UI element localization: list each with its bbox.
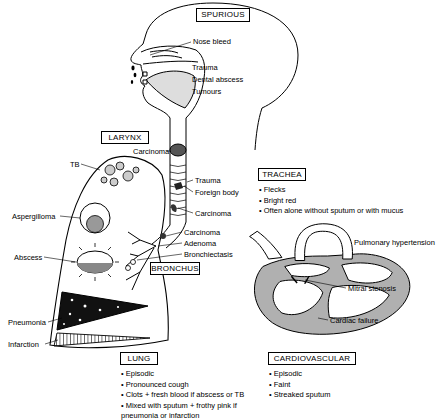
feature-bullet: • Episodic xyxy=(121,369,261,380)
site-heading-box: BRONCHUS xyxy=(150,262,200,275)
turbinates xyxy=(150,51,182,58)
site-heading-box: SPURIOUS xyxy=(196,8,250,22)
blood-drop xyxy=(131,66,134,71)
cause-label: Trauma xyxy=(195,176,221,185)
bronchial-tumour xyxy=(160,233,166,239)
tubercle xyxy=(110,178,118,186)
speck xyxy=(99,309,102,312)
site-heading-box: CARDIOVASCULAR• Episodic• Faint• Streake… xyxy=(268,352,356,365)
cause-label: Pneumonia xyxy=(8,318,46,327)
abscess-cavity xyxy=(77,251,113,273)
lung-outline xyxy=(50,156,168,347)
cause-label: Infarction xyxy=(8,340,39,349)
bronchiectasis-dilatation xyxy=(131,260,136,265)
left-atrium xyxy=(285,264,330,277)
tubercle xyxy=(133,167,139,173)
site-heading-box: LUNG• Episodic• Pronounced cough• Clots … xyxy=(120,352,158,365)
cause-label: Carcinoma xyxy=(184,228,220,237)
speck xyxy=(79,319,82,322)
cause-label: Nose bleed xyxy=(193,37,231,46)
speck xyxy=(117,306,119,308)
larynx xyxy=(170,144,186,156)
pulmonary-artery xyxy=(250,231,282,259)
feature-bullet: • Mixed with sputum + frothy pink if pne… xyxy=(121,401,261,420)
site-heading: TRACHEA xyxy=(259,169,305,180)
feature-list: • Episodic• Faint• Streaked sputum xyxy=(269,369,419,401)
feature-list: • Episodic• Pronounced cough• Clots + fr… xyxy=(121,369,261,420)
speck xyxy=(84,305,87,308)
palate xyxy=(143,61,198,64)
site-heading-box: LARYNX xyxy=(101,131,149,144)
trachea-walls xyxy=(170,118,186,225)
cause-label: Carcinoma xyxy=(195,209,231,218)
cause-label: Dental abscess xyxy=(192,75,243,84)
teeth xyxy=(143,72,147,84)
cause-label: Carcinoma xyxy=(133,147,169,156)
cause-label: Foreign body xyxy=(195,188,239,197)
left-ventricle xyxy=(273,280,323,315)
feature-bullet: • Faint xyxy=(269,380,419,391)
abscess-fluid xyxy=(77,263,113,273)
speck xyxy=(71,299,74,302)
tracheal-tumour xyxy=(171,204,177,212)
feature-bullet: • Episodic xyxy=(269,369,419,380)
tubercle xyxy=(101,177,107,183)
site-heading: LARYNX xyxy=(102,132,148,143)
tracheal-rings xyxy=(170,165,186,216)
cause-label: Aspergilloma xyxy=(12,212,55,221)
head-profile xyxy=(131,3,298,150)
cause-label: Mitral stenosis xyxy=(348,284,396,293)
speck xyxy=(69,313,71,315)
aspergilloma-cavity xyxy=(80,203,110,233)
tubercle xyxy=(105,165,115,175)
bronchiectasis-dilatation xyxy=(126,266,131,271)
cause-label: Pulmonary hypertension xyxy=(354,238,435,247)
tb-lesions xyxy=(101,162,139,186)
speck xyxy=(63,323,65,325)
foreign-body xyxy=(174,182,183,190)
feature-bullet: • Often alone without sputum or with muc… xyxy=(259,206,437,217)
cause-label: Tumours xyxy=(192,87,221,96)
feature-bullet: • Pronounced cough xyxy=(121,380,261,391)
site-heading: BRONCHUS xyxy=(151,263,199,274)
bronchial-tree xyxy=(126,232,156,290)
infarction-wedge xyxy=(54,333,150,346)
aortic-arch xyxy=(295,224,353,261)
blood-drop xyxy=(131,80,133,84)
cause-label: Trauma xyxy=(192,63,218,72)
tongue xyxy=(146,71,195,108)
feature-list: • Flecks• Bright red• Often alone withou… xyxy=(259,185,437,217)
feature-bullet: • Streaked sputum xyxy=(269,390,419,401)
air-bronchogram-specks xyxy=(63,299,119,325)
right-atrium xyxy=(342,263,392,283)
site-heading: SPURIOUS xyxy=(197,9,249,21)
cause-label: Cardiac failure xyxy=(330,316,378,325)
abscess-rays xyxy=(71,243,119,281)
cause-label: Adenoma xyxy=(184,239,216,248)
site-heading: LUNG xyxy=(121,353,157,364)
leader-lines xyxy=(44,42,346,344)
feature-bullet: • Flecks xyxy=(259,185,437,196)
tubercle xyxy=(123,171,133,181)
cause-label: Abscess xyxy=(14,253,42,262)
cause-label: Bronchiectasis xyxy=(184,250,233,259)
pneumonia-consolidation xyxy=(57,292,148,330)
tubercle xyxy=(116,162,124,170)
cause-label: TB xyxy=(70,160,80,169)
heart-outline xyxy=(254,254,409,334)
feature-bullet: • Bright red xyxy=(259,196,437,207)
fungal-ball xyxy=(87,216,104,233)
site-heading: CARDIOVASCULAR xyxy=(269,353,355,364)
feature-bullet: • Clots + fresh blood if abscess or TB xyxy=(121,390,261,401)
site-heading-box: TRACHEA• Flecks• Bright red• Often alone… xyxy=(258,168,306,181)
blood-drop xyxy=(134,73,137,77)
